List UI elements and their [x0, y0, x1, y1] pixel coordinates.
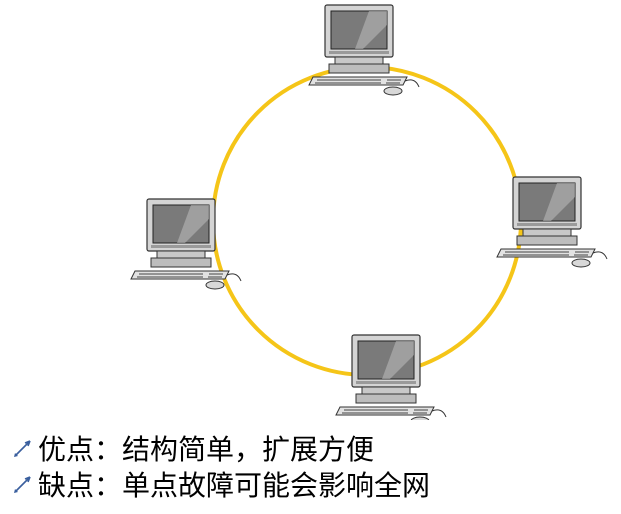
disadvantages-line: 缺点：单点故障可能会影响全网: [12, 466, 612, 502]
advantages-line: 优点：结构简单，扩展方便: [12, 430, 612, 466]
computer-right: [496, 176, 608, 268]
computer-top: [308, 4, 420, 96]
disadvantages-text: 缺点：单点故障可能会影响全网: [38, 469, 431, 502]
ring-topology-diagram: [130, 4, 608, 420]
computer-left: [130, 198, 242, 290]
ring-connection: [211, 65, 523, 377]
bullet-list: 优点：结构简单，扩展方便 缺点：单点故障可能会影响全网: [12, 430, 612, 502]
quill-pen-bullet-icon: [14, 476, 31, 493]
advantages-text: 优点：结构简单，扩展方便: [38, 433, 375, 466]
quill-pen-bullet-icon: [14, 440, 31, 457]
computer-bottom: [335, 334, 447, 420]
